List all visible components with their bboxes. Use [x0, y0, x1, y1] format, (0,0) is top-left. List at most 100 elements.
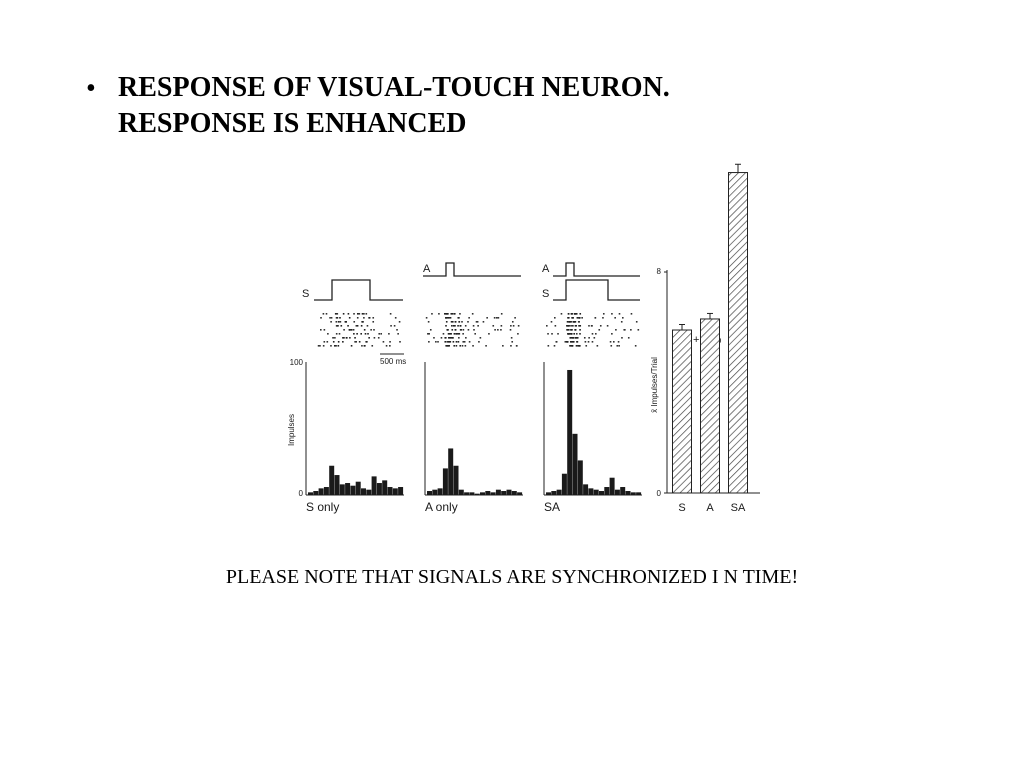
raster-dot: [356, 313, 359, 315]
histogram-bar: [366, 489, 372, 495]
synchronization-note: PLEASE NOTE THAT SIGNALS ARE SYNCHRONIZE…: [225, 566, 799, 588]
raster-dot: [571, 337, 573, 339]
scale-bar-label: 500 ms: [380, 357, 406, 366]
raster-dot: [570, 321, 572, 323]
raster-dot: [365, 313, 368, 315]
raster-dot: [455, 341, 458, 343]
raster-dot: [576, 341, 578, 343]
raster-dot: [446, 345, 448, 347]
raster-dot: [330, 317, 333, 319]
raster-dot: [570, 313, 573, 315]
raster-dot: [630, 313, 633, 315]
raster-dot: [363, 313, 365, 315]
raster-dot: [599, 325, 602, 327]
raster-dot: [550, 321, 553, 323]
raster-dot: [366, 325, 369, 327]
raster-dot: [361, 313, 364, 315]
histogram-bar: [561, 473, 567, 495]
raster-dot: [569, 333, 572, 335]
summary-bar: [728, 172, 748, 494]
raster-dot: [596, 345, 599, 347]
raster-dot: [348, 317, 351, 319]
raster-dot: [573, 313, 576, 315]
raster-dot: [475, 321, 478, 323]
raster-dot: [450, 333, 452, 335]
raster-dot: [337, 341, 340, 343]
histogram-bar: [546, 492, 551, 495]
histogram-bar: [572, 433, 578, 495]
raster-dot: [551, 333, 553, 335]
raster-dot: [339, 321, 342, 323]
stimulus-label-a-panel2: A: [423, 263, 431, 275]
histogram-bar: [453, 465, 459, 495]
raster-dot: [500, 325, 503, 327]
raster-dot: [354, 337, 356, 339]
raster-dot: [574, 329, 576, 331]
raster-dot: [319, 345, 321, 347]
raster-dot: [464, 345, 467, 347]
raster-dot: [445, 317, 447, 319]
raster-dot: [500, 313, 503, 315]
raster-dot: [571, 345, 573, 347]
raster-dot: [454, 321, 457, 323]
raster-dot: [578, 317, 581, 319]
raster-dot: [494, 329, 496, 331]
raster-dot: [594, 317, 597, 319]
raster-dot: [472, 325, 475, 327]
histogram-bar: [469, 492, 475, 495]
raster-dot: [377, 337, 380, 339]
raster-dot: [332, 341, 335, 343]
raster-dot: [435, 341, 437, 343]
raster-dot: [448, 337, 450, 339]
raster-dot: [566, 325, 568, 327]
raster-dot: [398, 321, 401, 323]
raster-dot: [570, 329, 572, 331]
raster-dot: [385, 345, 388, 347]
histogram-bar: [318, 488, 324, 495]
hist-ylabel: Impulses: [287, 414, 296, 446]
raster-dot: [444, 341, 447, 343]
raster-dot: [448, 333, 451, 335]
histogram-bar: [464, 492, 470, 495]
histogram-bar: [323, 487, 329, 495]
raster-dot: [378, 333, 381, 335]
raster-dot: [353, 321, 356, 323]
summary-bar: [672, 329, 692, 494]
raster-dot: [459, 325, 462, 327]
raster-dot: [337, 345, 340, 347]
raster-dot: [320, 317, 322, 319]
raster-dot: [568, 329, 570, 331]
raster-dot: [455, 345, 458, 347]
raster-dot: [568, 325, 570, 327]
summary-category-a: A: [706, 502, 714, 514]
raster-dot: [570, 345, 572, 347]
raster-dot: [390, 325, 392, 327]
raster-dot: [393, 325, 396, 327]
histogram-bar: [480, 492, 485, 495]
raster-dot: [598, 329, 601, 331]
raster-dot: [511, 321, 514, 323]
raster-dot: [317, 345, 320, 347]
raster-dot: [634, 345, 637, 347]
raster-dot: [566, 341, 569, 343]
raster-dot: [367, 333, 369, 335]
raster-dot: [356, 317, 359, 319]
heading-line-1: RESPONSE OF VISUAL-TOUCH NEURON.: [118, 72, 670, 103]
raster-dot: [444, 337, 447, 339]
raster-dot: [575, 345, 578, 347]
summary-category-sa: SA: [731, 502, 746, 514]
raster-dot: [511, 341, 514, 343]
raster-dot: [591, 341, 594, 343]
raster-dot: [451, 329, 454, 331]
raster-dot: [512, 325, 515, 327]
hist-ytick-0: 0: [299, 489, 304, 498]
raster-dot: [334, 313, 337, 315]
raster-dot: [358, 341, 361, 343]
raster-dot: [440, 337, 443, 339]
raster-dot: [485, 345, 487, 347]
histogram-bar: [604, 487, 610, 495]
raster-dot: [452, 341, 455, 343]
stimulus-trace-a-panel2: [423, 262, 521, 277]
raster-dot: [425, 317, 428, 319]
raster-dot: [471, 313, 474, 315]
